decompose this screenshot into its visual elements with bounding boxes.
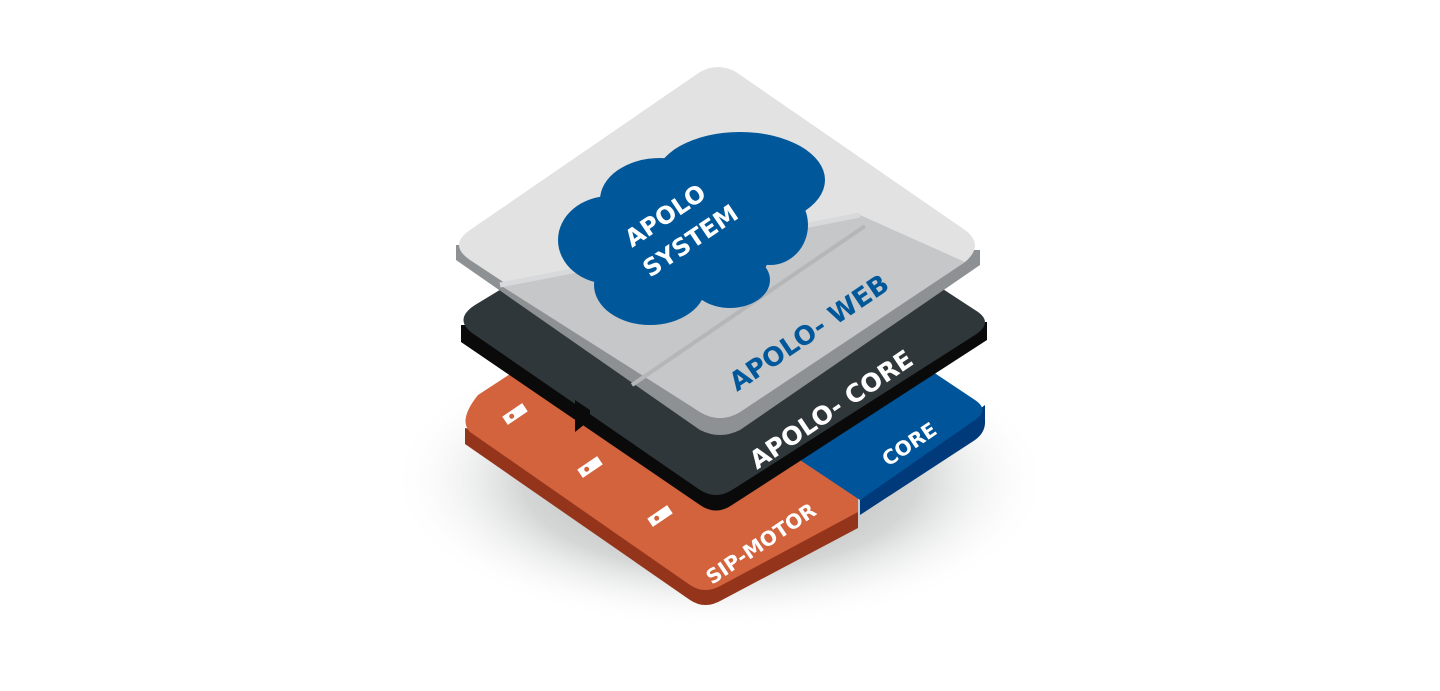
connector-icon: [647, 505, 673, 527]
layer-core: CORE: [800, 370, 986, 515]
connector-icon: [577, 456, 603, 478]
cloud-icon: [558, 132, 825, 325]
connector-icon: [502, 403, 528, 425]
layer-apolo-web: APOLO- WEB: [456, 67, 980, 435]
